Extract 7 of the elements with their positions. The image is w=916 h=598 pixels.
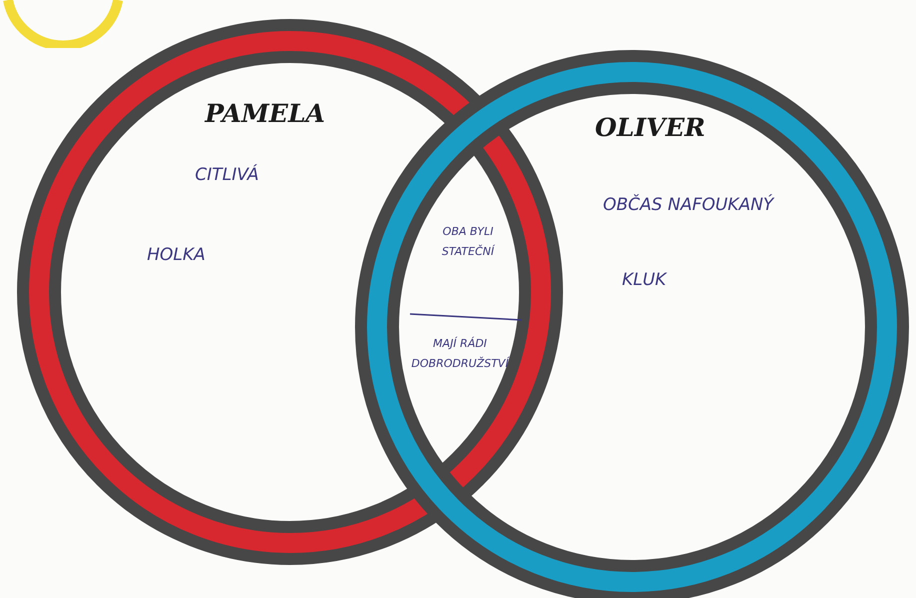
name-heading: OLIVER: [595, 113, 706, 142]
handwritten-note: HOLKA: [147, 245, 206, 265]
handwritten-note: KLUK: [622, 270, 666, 290]
handwritten-note: OBČAS NAFOUKANÝ: [603, 195, 774, 215]
handwritten-note: CITLIVÁ: [195, 165, 259, 185]
name-heading: PAMELA: [205, 99, 326, 128]
handwritten-note: OBA BYLI STATEČNÍ: [440, 224, 496, 260]
